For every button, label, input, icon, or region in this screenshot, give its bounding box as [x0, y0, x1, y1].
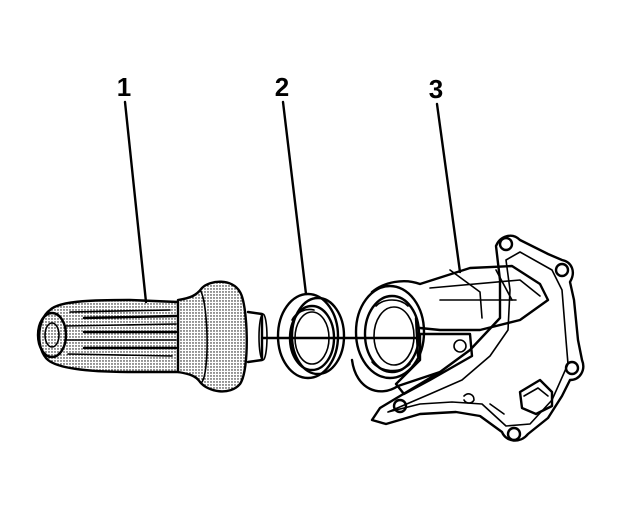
callout-1-label: 1 — [117, 72, 131, 102]
callout-2-label: 2 — [275, 72, 289, 102]
part-1-shaft — [36, 280, 268, 393]
part-3-housing — [350, 234, 585, 442]
callout-3: 3 — [429, 74, 462, 274]
callout-2: 2 — [275, 72, 308, 296]
part-2-seal — [276, 292, 346, 380]
callout-1: 1 — [117, 72, 148, 304]
callout-3-label: 3 — [429, 74, 443, 104]
